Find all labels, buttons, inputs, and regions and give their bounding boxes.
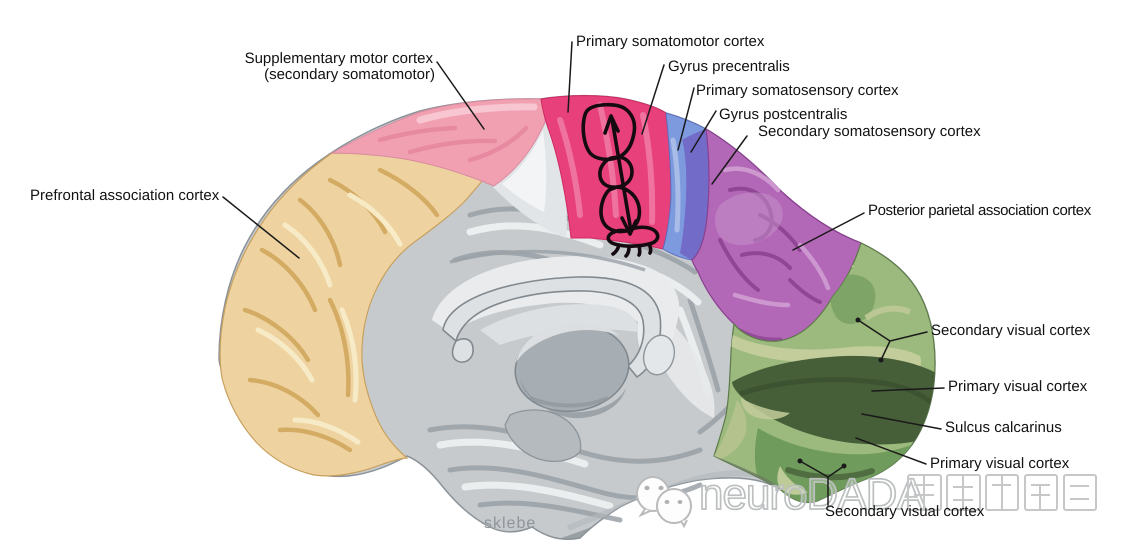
svg-text:Sulcus calcarinus: Sulcus calcarinus [945,419,1062,436]
svg-text:Primary somatomotor cortex: Primary somatomotor cortex [576,33,765,50]
svg-text:Primary visual cortex: Primary visual cortex [948,378,1088,395]
svg-text:neuroDADA: neuroDADA [699,470,926,519]
svg-text:Gyrus precentralis: Gyrus precentralis [668,58,790,75]
svg-text:sklebe: sklebe [484,515,536,532]
svg-text:Supplementary motor cortex: Supplementary motor cortex [245,50,434,67]
svg-text:Primary visual cortex: Primary visual cortex [930,455,1070,472]
svg-text:Prefrontal association cortex: Prefrontal association cortex [30,187,220,204]
svg-text:Posterior parietal association: Posterior parietal association cortex [868,202,1092,219]
svg-text:Secondary visual cortex: Secondary visual cortex [825,503,985,520]
svg-text:Gyrus postcentralis: Gyrus postcentralis [719,106,847,123]
svg-text:Secondary visual cortex: Secondary visual cortex [931,322,1091,339]
svg-text:Secondary somatosensory cortex: Secondary somatosensory cortex [758,123,981,140]
svg-text:Primary somatosensory cortex: Primary somatosensory cortex [696,82,899,99]
svg-text:(secondary somatomotor): (secondary somatomotor) [264,66,435,83]
